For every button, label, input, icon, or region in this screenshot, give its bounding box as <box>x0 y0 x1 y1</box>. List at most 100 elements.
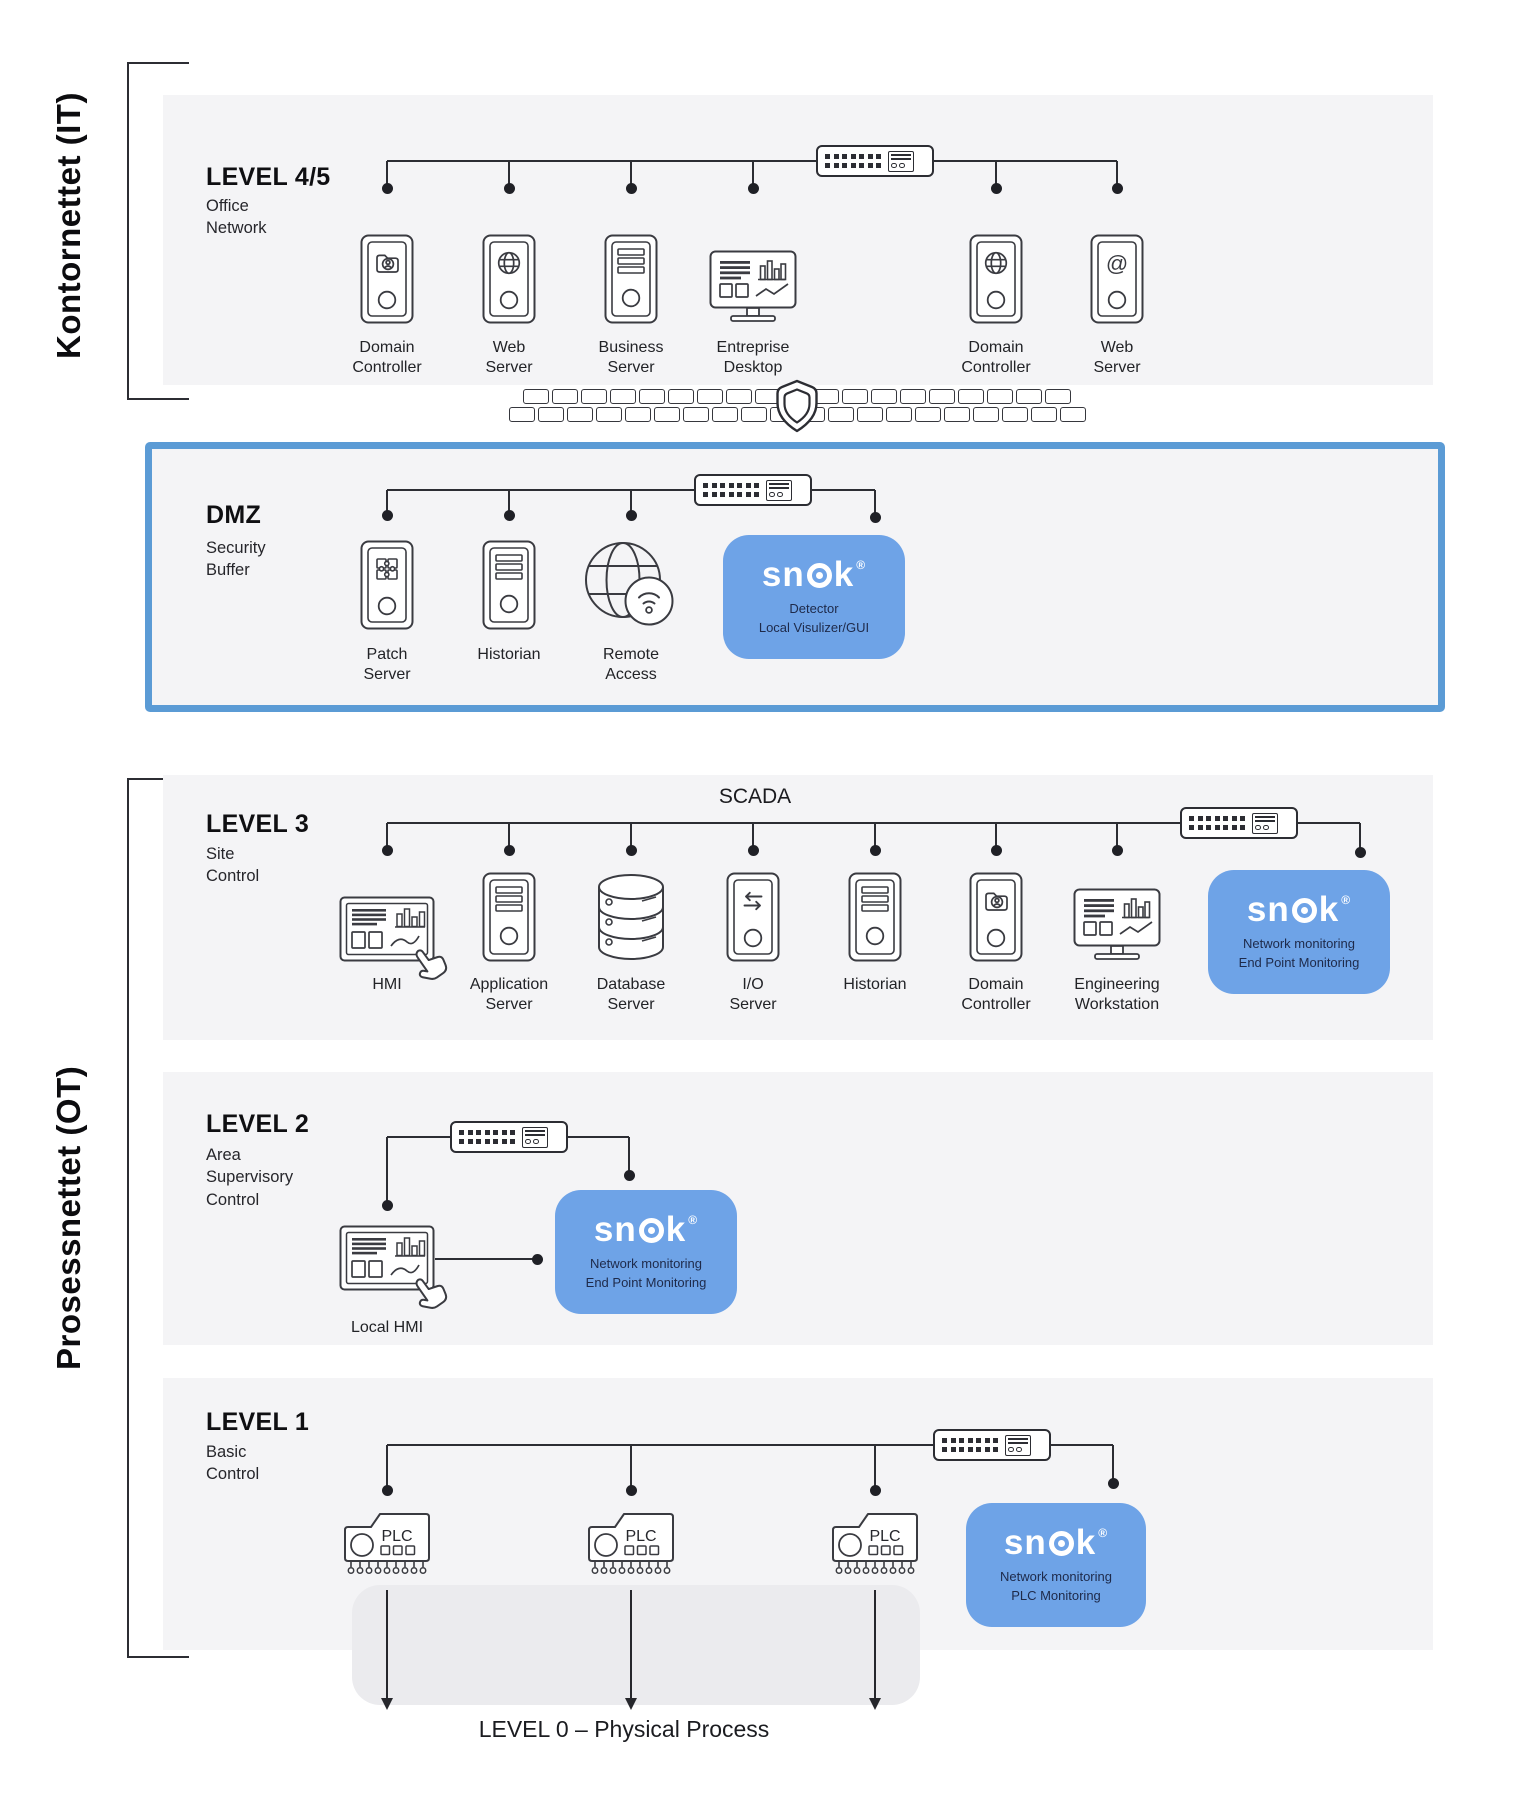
firewall-brick <box>828 407 854 422</box>
port-dot <box>859 154 864 160</box>
pointing-hand-icon <box>411 1273 449 1313</box>
port-dot <box>959 1446 964 1452</box>
hmi-snok-link-line <box>435 1258 537 1260</box>
port-dot <box>711 483 717 489</box>
connection-dot <box>625 844 637 856</box>
snok-drop-line <box>1359 823 1361 852</box>
firewall-brick <box>697 389 723 404</box>
port-dot <box>459 1138 464 1144</box>
port-dot <box>1231 824 1237 830</box>
connector-line <box>628 1137 630 1175</box>
network-bus-line <box>387 1444 1113 1446</box>
port-dot <box>737 491 742 497</box>
port-dot <box>501 1130 507 1136</box>
port-dot <box>876 154 881 160</box>
snok-caption: Detector Local Visulizer/GUI <box>758 600 870 636</box>
port-dot <box>867 162 873 168</box>
section-title-l1: LEVEL 1 <box>206 1408 310 1436</box>
port-dot <box>728 491 734 497</box>
firewall-brick <box>1045 389 1071 404</box>
svg-text:PLC: PLC <box>625 1528 656 1545</box>
port-dot <box>993 1446 998 1452</box>
port-dot <box>728 483 734 489</box>
port-dot <box>703 491 708 497</box>
port-dot <box>833 162 839 168</box>
firewall-brick <box>871 389 897 404</box>
firewall-brick <box>683 407 709 422</box>
pointing-hand-icon <box>411 944 449 984</box>
firewall-brick <box>610 389 636 404</box>
section-title-l2: LEVEL 2 <box>206 1110 310 1138</box>
switch-ports <box>825 154 881 168</box>
level0-label: LEVEL 0 – Physical Process <box>478 1716 770 1742</box>
firewall-brick <box>741 407 767 422</box>
port-dot <box>1231 816 1237 822</box>
device-drop-line <box>630 823 632 850</box>
port-dot <box>754 491 759 497</box>
port-dot <box>484 1138 490 1144</box>
port-dot <box>1223 816 1228 822</box>
port-dot <box>703 483 708 489</box>
firewall-brick <box>581 389 607 404</box>
section-subtitle-l1: Basic Control <box>206 1443 260 1484</box>
port-dot <box>476 1130 481 1136</box>
network-switch-icon <box>694 474 812 506</box>
device-drop-line <box>874 823 876 850</box>
port-dot <box>842 162 847 168</box>
enterprise-desktop-icon <box>709 250 797 324</box>
port-dot <box>867 154 873 160</box>
port-dot <box>1206 816 1211 822</box>
shield-icon <box>774 379 820 440</box>
device-drop-line <box>386 490 388 515</box>
ot-bracket <box>127 778 129 1658</box>
firewall-brick <box>639 389 665 404</box>
connection-dot <box>1111 182 1123 194</box>
it-network-side-label: Kontornettet (IT) <box>50 92 87 360</box>
switch-ports <box>459 1130 515 1144</box>
device-drop-line <box>874 1445 876 1490</box>
port-dot <box>459 1130 464 1136</box>
firewall-brick <box>973 407 999 422</box>
snok-eye-icon <box>1291 897 1317 923</box>
remote-access-icon <box>583 538 679 630</box>
it-bracket-tick-top <box>127 62 189 64</box>
connection-dot <box>1354 846 1366 858</box>
port-dot <box>493 1138 498 1144</box>
process-connection-area <box>352 1585 920 1705</box>
patch-server-icon <box>360 540 414 630</box>
section-title-l3: LEVEL 3 <box>206 810 310 838</box>
snok-eye-icon <box>638 1217 664 1243</box>
firewall-brick <box>842 389 868 404</box>
section-title-l45: LEVEL 4/5 <box>206 163 331 191</box>
engineering-workstation-icon <box>1073 888 1161 962</box>
device-drop-line <box>386 161 388 188</box>
firewall-brick <box>726 389 752 404</box>
arrow-head <box>625 1698 637 1710</box>
port-dot <box>825 162 830 168</box>
port-dot <box>876 162 881 168</box>
domain-controller-icon <box>969 872 1023 962</box>
connection-dot <box>381 1484 393 1496</box>
device-label: HMI <box>372 976 402 993</box>
firewall-brick <box>944 407 970 422</box>
ot-network-side-label: Prosessnettet (OT) <box>50 1065 87 1371</box>
snok-eye-icon <box>1048 1530 1074 1556</box>
firewall-brick <box>987 389 1013 404</box>
connection-dot <box>625 1484 637 1496</box>
network-bus-line <box>387 822 1360 824</box>
device-drop-line <box>508 823 510 850</box>
port-dot <box>510 1130 515 1136</box>
firewall <box>509 379 1086 433</box>
connection-dot <box>1111 844 1123 856</box>
snok-drop-line <box>1112 1445 1114 1483</box>
